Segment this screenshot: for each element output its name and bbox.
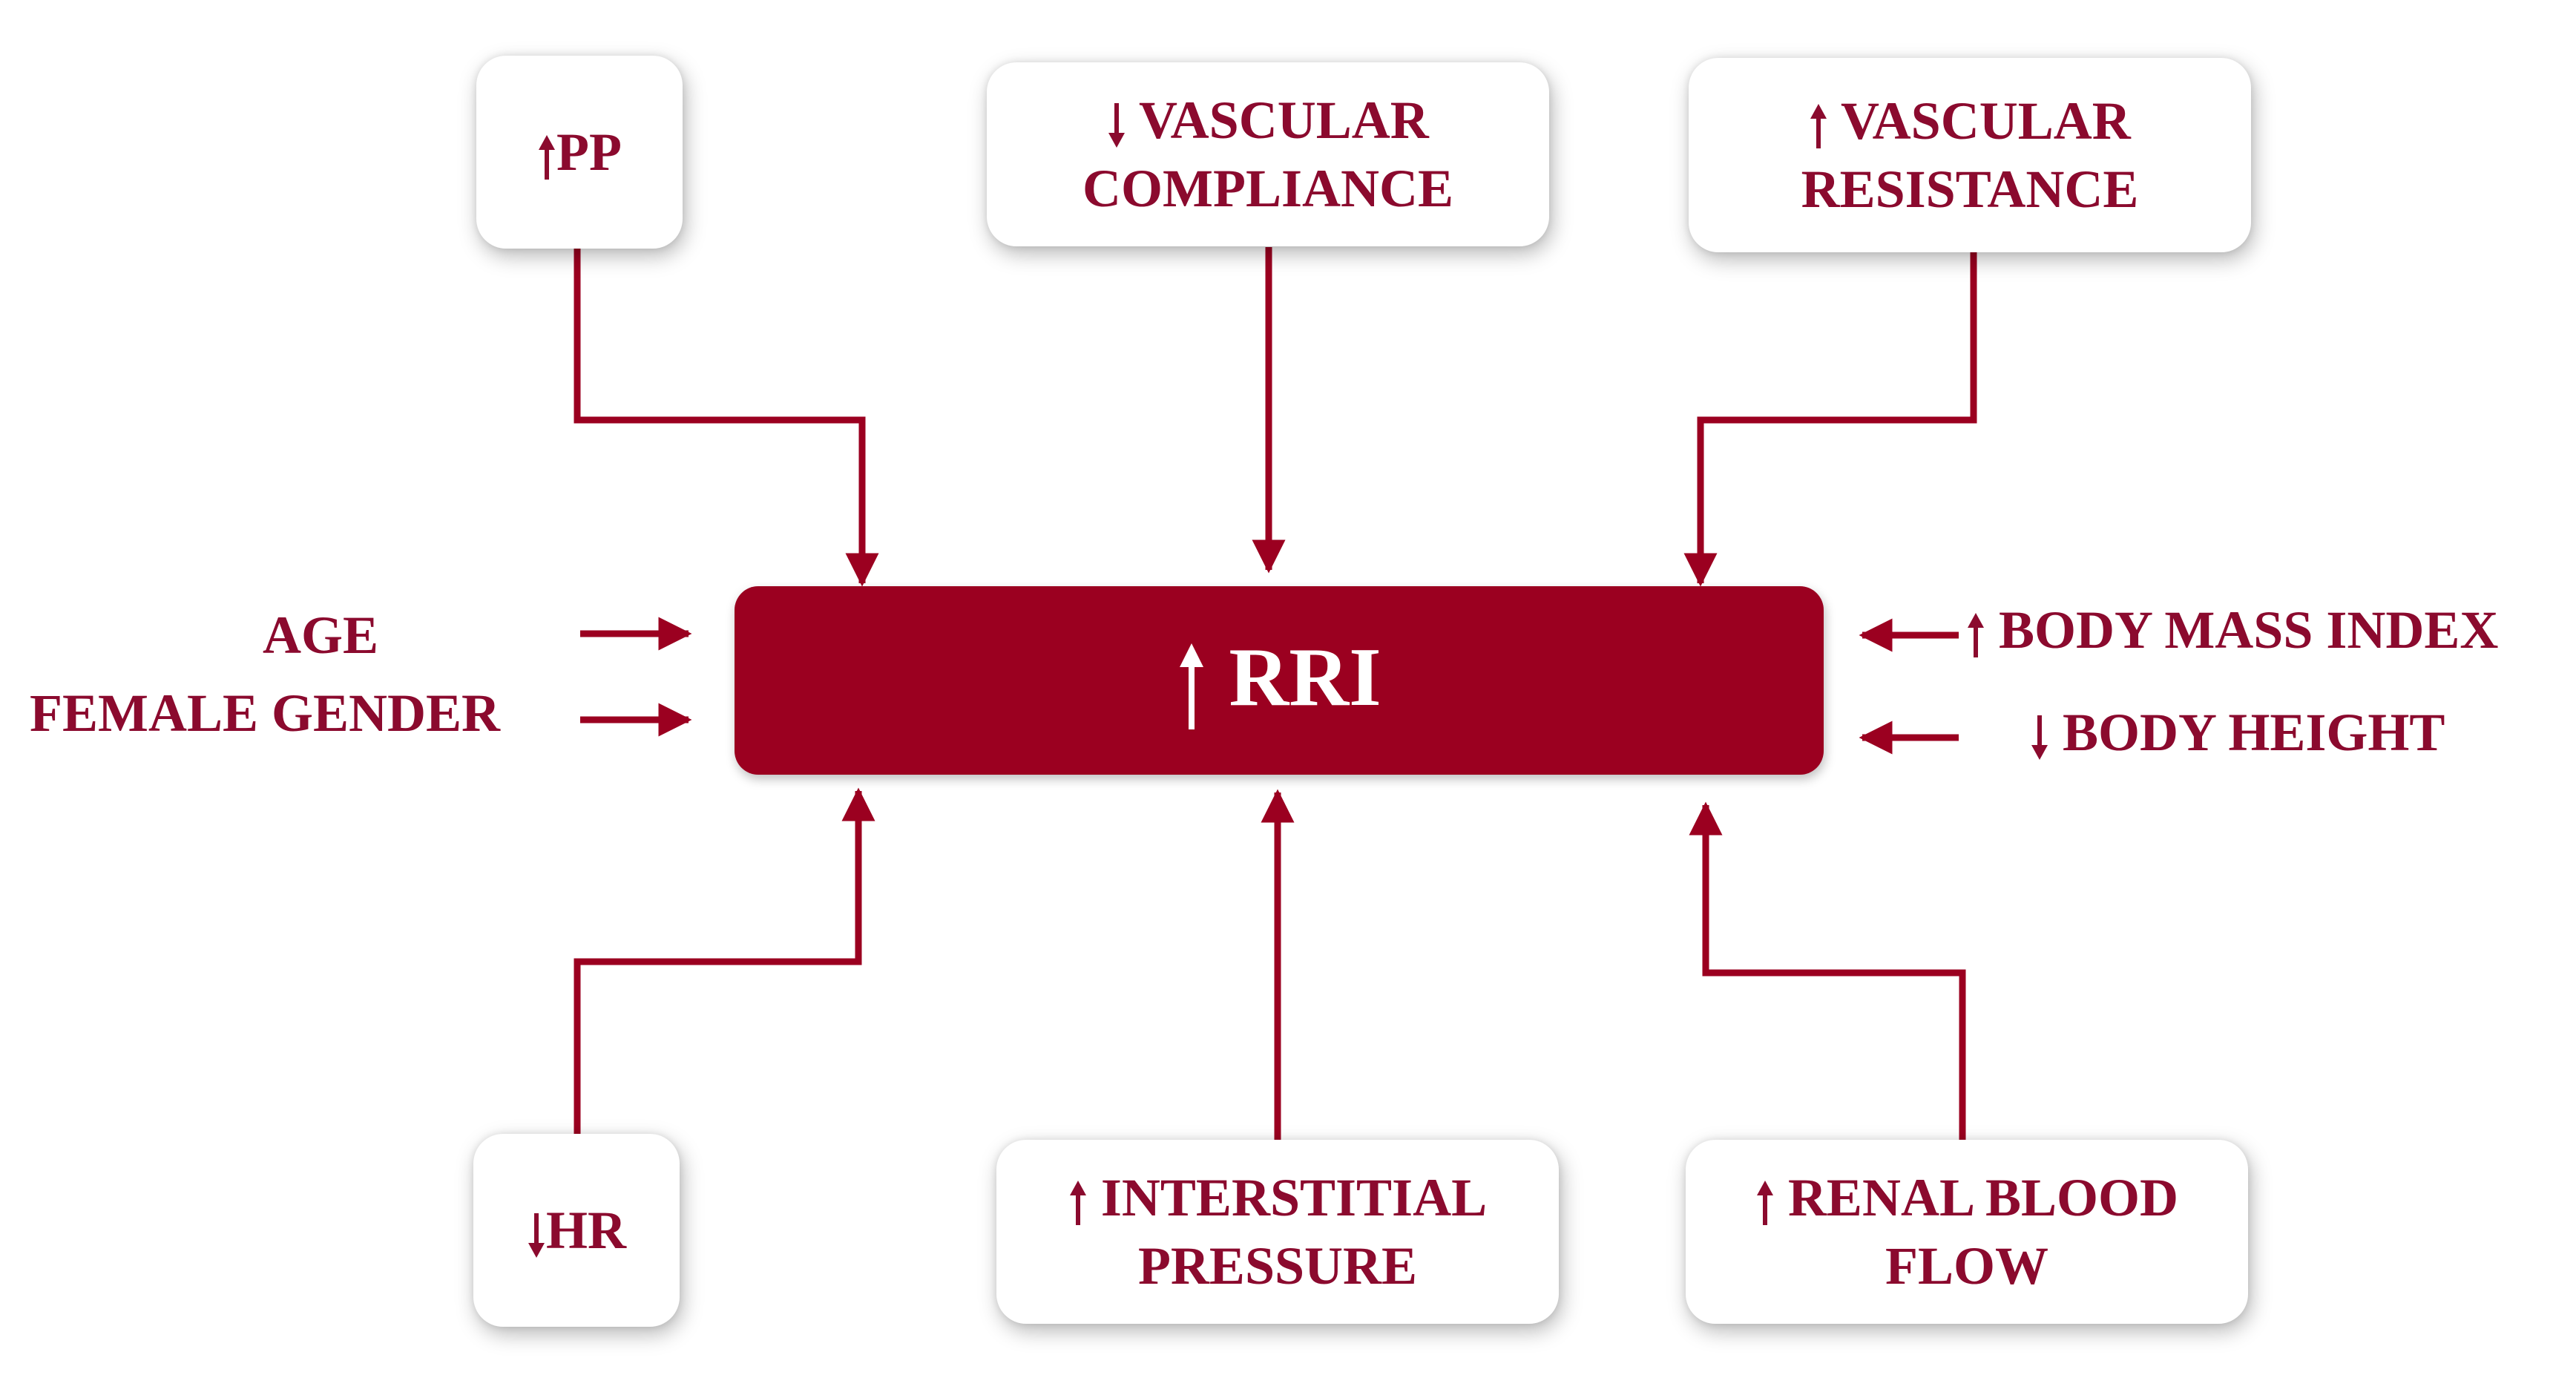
up-arrow-icon xyxy=(1180,643,1204,729)
connector-renal-blood-flow xyxy=(1689,801,1966,1140)
interstitial-pressure-label: INTERSTITIAL PRESSURE xyxy=(1068,1164,1487,1300)
renal-blood-flow-line-1: RENAL BLOOD xyxy=(1787,1167,2179,1227)
renal-blood-flow-line-2: FLOW xyxy=(1885,1236,2048,1296)
body-height-text: BODY HEIGHT xyxy=(2063,703,2445,762)
box-hr: HR xyxy=(473,1134,680,1327)
pp-text: PP xyxy=(556,122,622,182)
rri-box: RRI xyxy=(735,586,1824,775)
vascular-resistance-label: VASCULAR RESISTANCE xyxy=(1801,87,2139,223)
box-renal-blood-flow: RENAL BLOOD FLOW xyxy=(1686,1140,2248,1324)
factor-body-mass-index: BODY MASS INDEX xyxy=(1966,600,2498,661)
factor-age: AGE xyxy=(262,606,378,665)
renal-blood-flow-label: RENAL BLOOD FLOW xyxy=(1755,1164,2178,1300)
vascular-compliance-line-2: COMPLIANCE xyxy=(1082,159,1453,218)
up-arrow-icon xyxy=(1968,613,1984,658)
up-arrow-icon xyxy=(1756,1181,1773,1226)
rri-text: RRI xyxy=(1229,631,1381,724)
body-mass-index-text: BODY MASS INDEX xyxy=(1999,600,2499,660)
up-arrow-icon xyxy=(539,135,556,180)
vascular-resistance-line-1: VASCULAR xyxy=(1840,91,2131,151)
down-arrow-icon xyxy=(2031,715,2048,761)
connector-hr xyxy=(574,787,875,1134)
box-pp: PP xyxy=(476,56,683,249)
factor-female-gender: FEMALE GENDER xyxy=(30,683,501,743)
up-arrow-icon xyxy=(1069,1181,1086,1226)
vascular-resistance-line-2: RESISTANCE xyxy=(1801,160,2139,219)
hr-label: HR xyxy=(527,1196,626,1264)
hr-text: HR xyxy=(546,1200,626,1260)
pp-label: PP xyxy=(537,118,622,186)
connector-pp xyxy=(574,249,879,587)
factor-body-height: BODY HEIGHT xyxy=(2030,702,2445,764)
box-vascular-resistance: VASCULAR RESISTANCE xyxy=(1689,58,2251,252)
interstitial-pressure-line-2: PRESSURE xyxy=(1137,1236,1418,1296)
down-arrow-icon xyxy=(1108,103,1126,148)
connector-vascular-resistance xyxy=(1683,251,1977,587)
down-arrow-icon xyxy=(528,1213,545,1258)
box-interstitial-pressure: INTERSTITIAL PRESSURE xyxy=(996,1140,1559,1324)
up-arrow-icon xyxy=(1810,104,1827,149)
rri-label: RRI xyxy=(1177,630,1381,730)
interstitial-pressure-line-1: INTERSTITIAL xyxy=(1100,1167,1488,1227)
box-vascular-compliance: VASCULAR COMPLIANCE xyxy=(987,62,1549,246)
vascular-compliance-line-1: VASCULAR xyxy=(1138,90,1429,150)
vascular-compliance-label: VASCULAR COMPLIANCE xyxy=(1082,86,1453,223)
